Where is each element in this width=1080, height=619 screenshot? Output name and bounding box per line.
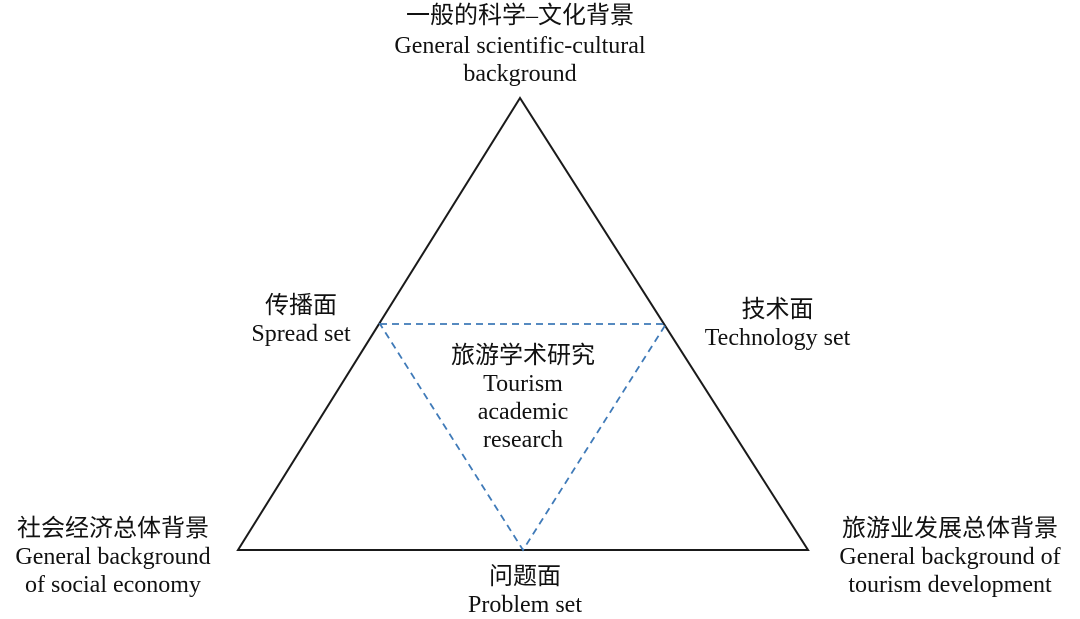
bottom-edge-label: 问题面 Problem set bbox=[440, 563, 610, 619]
top-vertex-zh: 一般的科学–文化背景 bbox=[406, 3, 634, 29]
inner-dashed-triangle bbox=[378, 323, 668, 552]
top-vertex-en-line2: background bbox=[463, 61, 577, 87]
bottom-right-zh: 旅游业发展总体背景 bbox=[842, 516, 1058, 542]
left-edge-zh: 传播面 bbox=[265, 293, 337, 319]
bottom-right-en-line2: tourism development bbox=[848, 572, 1052, 598]
center-en-line1: Tourism bbox=[483, 371, 563, 397]
right-edge-en: Technology set bbox=[704, 325, 851, 351]
center-en-line2: academic bbox=[477, 399, 569, 425]
bottom-edge-zh: 问题面 bbox=[489, 564, 561, 590]
top-vertex-label: 一般的科学–文化背景 General scientific-cultural b… bbox=[370, 2, 670, 88]
right-edge-label: 技术面 Technology set bbox=[685, 296, 870, 352]
bottom-right-en-line1: General background of bbox=[839, 544, 1061, 570]
left-edge-label: 传播面 Spread set bbox=[236, 292, 366, 348]
left-edge-en: Spread set bbox=[251, 321, 351, 347]
bottom-left-vertex-label: 社会经济总体背景 General background of social ec… bbox=[0, 515, 226, 599]
top-vertex-en-line1: General scientific-cultural bbox=[394, 33, 646, 59]
bottom-left-en-line2: of social economy bbox=[25, 572, 201, 598]
bottom-left-zh: 社会经济总体背景 bbox=[17, 516, 209, 542]
center-zh: 旅游学术研究 bbox=[451, 343, 595, 369]
bottom-left-en-line1: General background bbox=[15, 544, 211, 570]
bottom-right-vertex-label: 旅游业发展总体背景 General background of tourism … bbox=[820, 515, 1080, 599]
center-label: 旅游学术研究 Tourism academic research bbox=[418, 342, 628, 454]
bottom-edge-en: Problem set bbox=[468, 592, 582, 618]
center-en-line3: research bbox=[483, 427, 563, 453]
right-edge-zh: 技术面 bbox=[741, 297, 814, 323]
